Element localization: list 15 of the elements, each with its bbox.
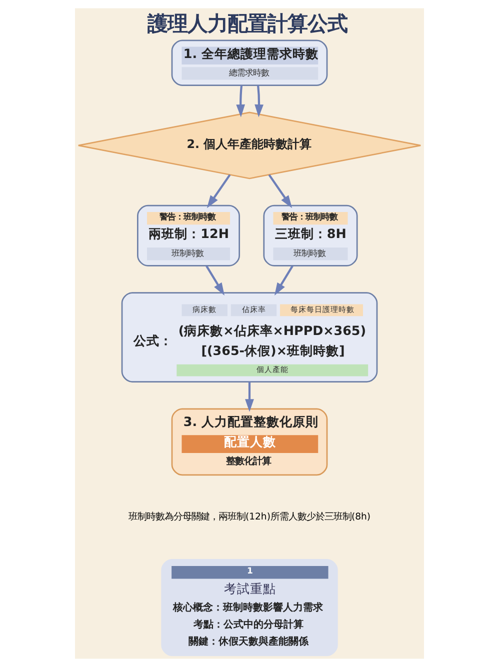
- arrow: [244, 382, 254, 412]
- arrow: [268, 174, 292, 208]
- arrow: [274, 265, 293, 296]
- node-box: 警告：班制時數 三班制：8H 班制時數: [262, 204, 358, 266]
- node-box: 1 考試重點 核心概念：班制時數影響人力需求 考點：公式中的分母計算 關鍵：休假天數與產能關係: [160, 559, 338, 656]
- arrow: [206, 174, 230, 208]
- node-box: 3. 人力配置整數化原則 配置人數 整數化計算: [170, 408, 328, 476]
- arrow: [236, 85, 245, 118]
- node-box: 1. 全年總護理需求時數 總需求時數: [170, 40, 328, 86]
- arrow: [205, 265, 224, 296]
- label: 班制時數為分母關鍵，兩班制(12h)所需人數少於三班制(8h): [128, 512, 370, 523]
- node-diamond: 2. 個人年產能時數計算: [77, 112, 421, 180]
- diagram-title: 護理人力配置計算公式: [146, 11, 347, 36]
- arrow: [254, 85, 263, 118]
- node-box: 警告：班制時數 兩班制：12H 班制時數: [136, 204, 240, 266]
